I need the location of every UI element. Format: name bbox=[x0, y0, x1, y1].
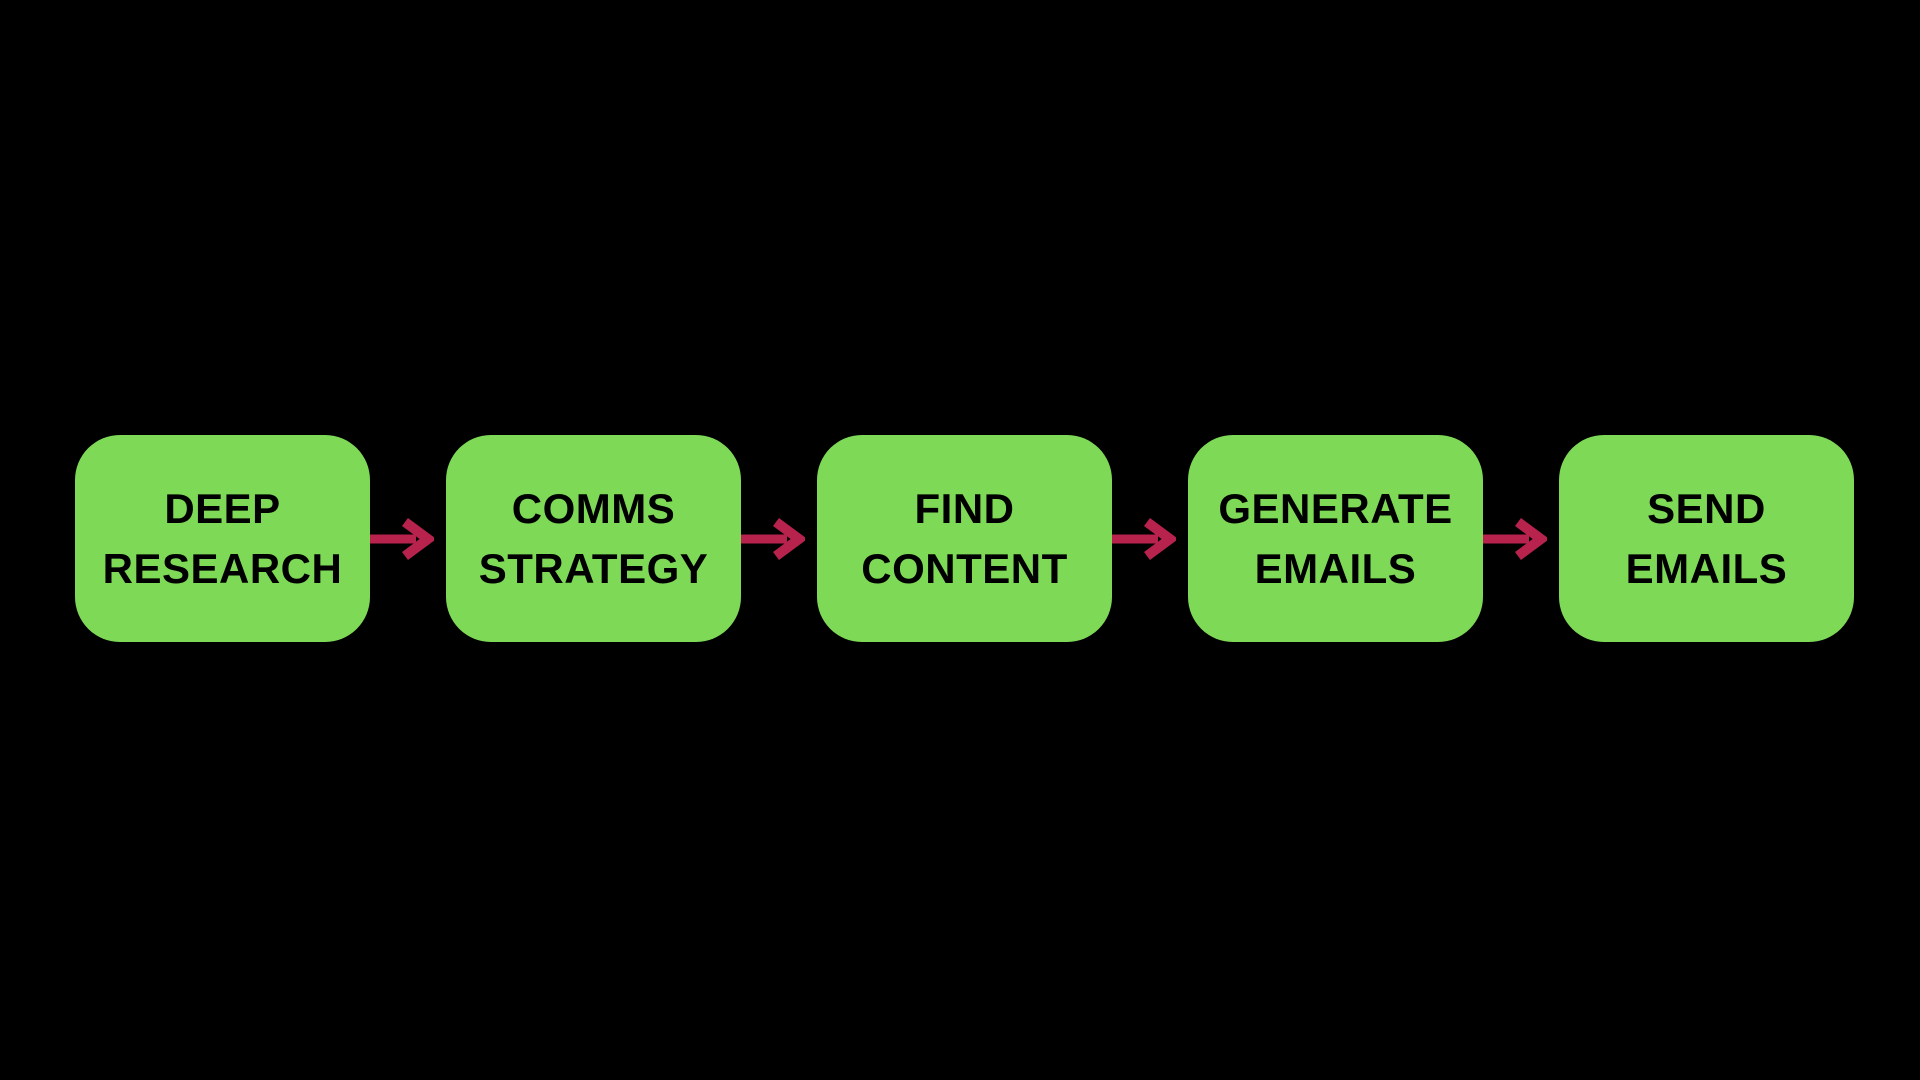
arrow-right-icon bbox=[1483, 517, 1547, 560]
step-label-line2: CONTENT bbox=[861, 544, 1068, 592]
step-label-line1: DEEP bbox=[164, 484, 281, 532]
step-label-line1: SEND bbox=[1647, 484, 1766, 532]
flow-step-send-emails: SEND EMAILS bbox=[1559, 435, 1854, 642]
flow-step-generate-emails: GENERATE EMAILS bbox=[1188, 435, 1483, 642]
step-label-line1: GENERATE bbox=[1218, 484, 1453, 532]
flow-step-comms-strategy: COMMS STRATEGY bbox=[446, 435, 741, 642]
flow-connector bbox=[741, 435, 817, 642]
step-label-line2: STRATEGY bbox=[478, 544, 709, 592]
step-label-line2: EMAILS bbox=[1625, 544, 1788, 592]
step-label-line1: COMMS bbox=[511, 484, 676, 532]
flow-row: DEEP RESEARCH COMMS STRATEGY FIND CONTEN… bbox=[75, 435, 1854, 642]
arrow-right-icon bbox=[741, 517, 805, 560]
flow-step-deep-research: DEEP RESEARCH bbox=[75, 435, 370, 642]
arrow-right-icon bbox=[370, 517, 434, 560]
flow-connector bbox=[1112, 435, 1188, 642]
flow-step-find-content: FIND CONTENT bbox=[817, 435, 1112, 642]
flow-connector bbox=[1483, 435, 1559, 642]
step-label-line1: FIND bbox=[914, 484, 1015, 532]
step-label-line2: RESEARCH bbox=[102, 544, 343, 592]
step-label-line2: EMAILS bbox=[1254, 544, 1417, 592]
arrow-right-icon bbox=[1112, 517, 1176, 560]
flow-connector bbox=[370, 435, 446, 642]
